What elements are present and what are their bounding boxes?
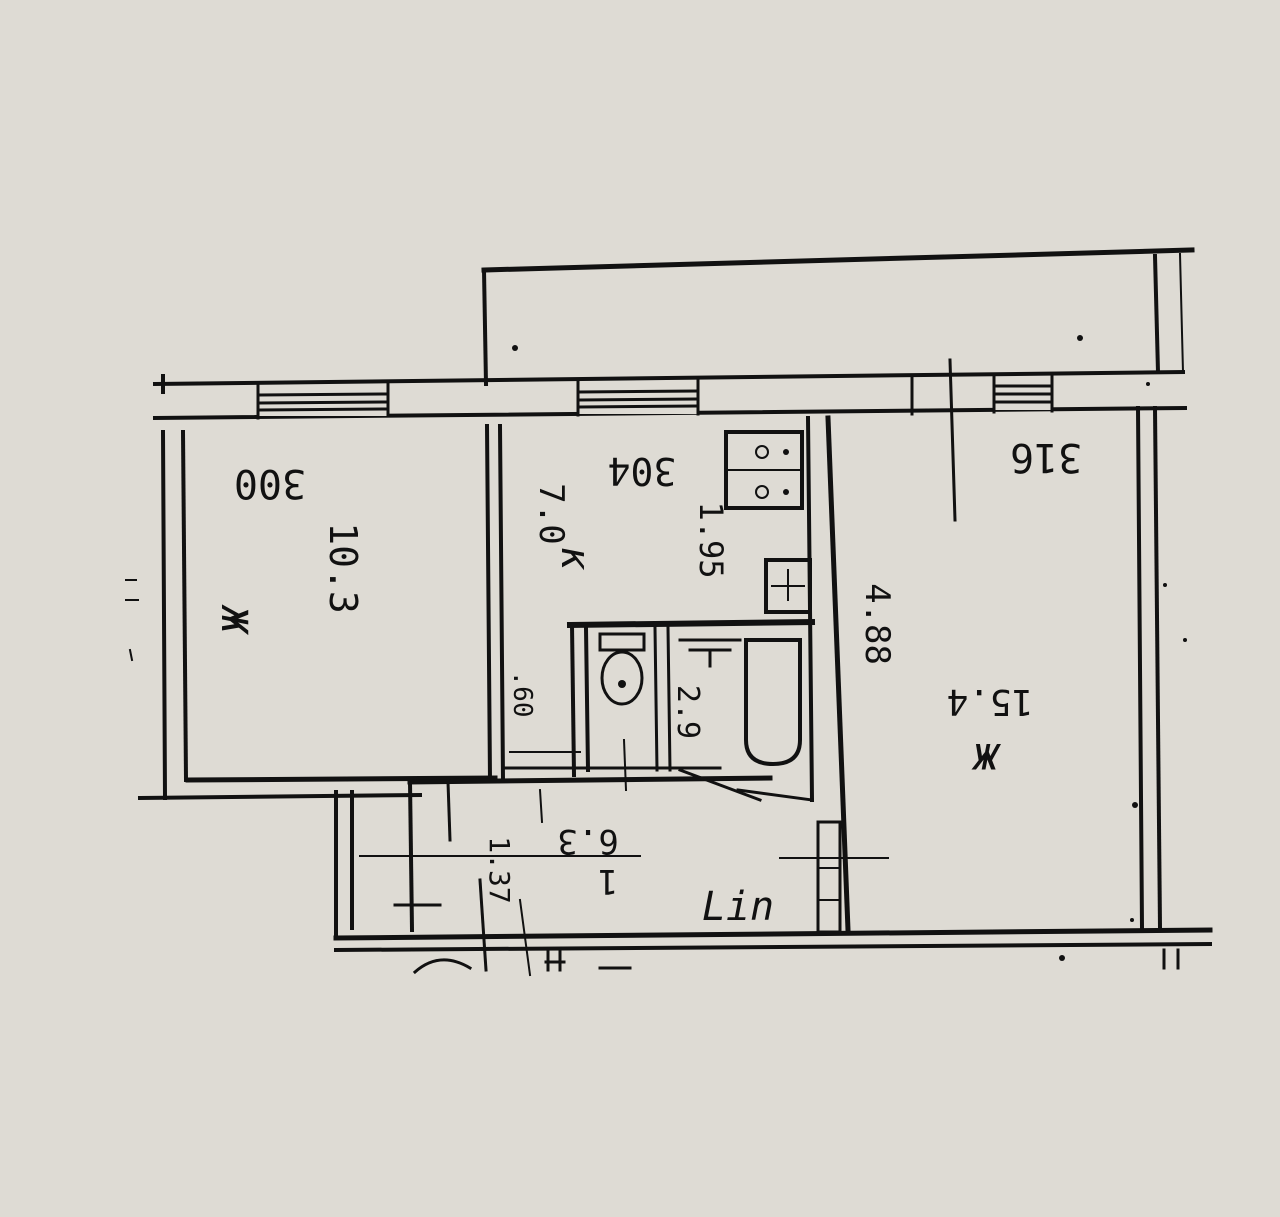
label-left-room-type: ж [210, 604, 266, 636]
window-kitchen [576, 378, 700, 417]
balcony-door [948, 358, 1054, 522]
bathtub [678, 638, 802, 767]
label-kitchen-type: к [552, 546, 598, 571]
label-left-room-width: 300 [234, 460, 306, 506]
label-right-room-depth: 4.88 [857, 583, 897, 665]
label-hall-width: 1.37 [483, 836, 516, 903]
stove [724, 430, 804, 510]
scan-dots [125, 335, 1187, 961]
right-room-walls [333, 405, 1213, 970]
label-entry-mark: Lin [702, 884, 774, 930]
label-wc-width: .60 [507, 671, 537, 718]
label-kitchen-width: 304 [608, 449, 677, 493]
balcony-outline [481, 247, 1195, 387]
bathroom-block [566, 415, 816, 803]
hallway-walls [334, 738, 814, 977]
label-left-room-area: 10.3 [321, 522, 365, 614]
toilet [598, 632, 646, 706]
label-kitchen-depth: 1.95 [692, 501, 730, 578]
label-bath-area: 2.9 [670, 685, 705, 739]
window-left-room [256, 380, 390, 420]
label-hall-area: 6.3 [557, 821, 618, 861]
sink [764, 558, 812, 614]
labels: 300 10.3 ж 304 7.0 к 1.95 2.9 .60 6.3 1 … [210, 434, 1082, 930]
entry-marks [412, 950, 632, 975]
label-right-room-type: ж [971, 733, 1002, 787]
left-room-walls [137, 423, 506, 801]
label-right-room-width: 316 [1010, 434, 1082, 480]
label-kitchen-area: 7.0 [531, 483, 571, 544]
label-right-room-area: 15.4 [947, 681, 1034, 722]
label-hall-num: 1 [598, 861, 618, 901]
